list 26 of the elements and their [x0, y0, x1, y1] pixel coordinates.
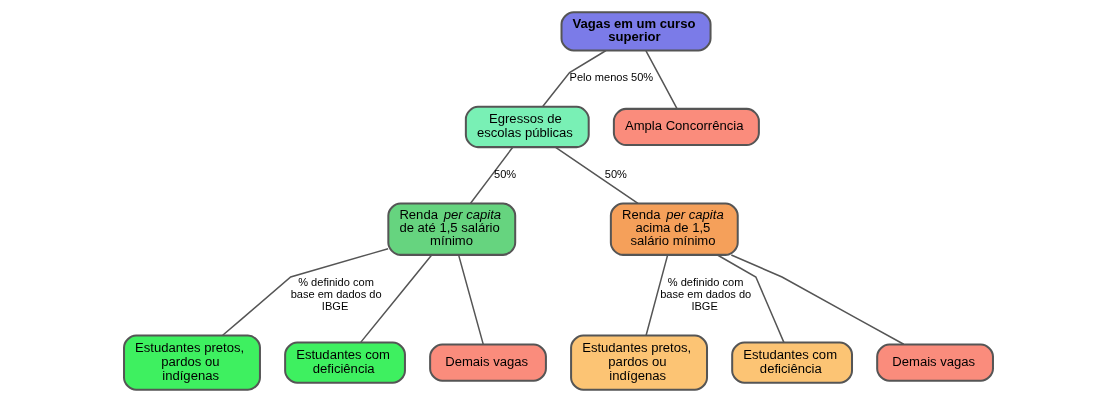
connector [554, 146, 639, 205]
connector [360, 254, 433, 343]
edge-label: % definido com base em dados do IBGE [290, 275, 382, 313]
connector [221, 247, 389, 337]
node-box: Renda per capita acima de 1,5 salário mínimo [609, 202, 739, 256]
edge-label: 50% [604, 168, 627, 181]
connector [469, 146, 514, 204]
node-box: Estudantes pretos, pardos ou indígenas [123, 334, 261, 391]
edge-label: Pelo menos 50% [569, 71, 654, 84]
connector [730, 254, 905, 346]
node-box: Estudantes com deficiência [284, 341, 406, 384]
node-box: Demais vagas [876, 343, 994, 382]
edge-label: % definido com base em dados do IBGE [660, 275, 752, 313]
edge-label: 50% [494, 168, 517, 181]
connector [541, 49, 607, 108]
connector [645, 50, 678, 110]
node-box: Ampla Concorrência [612, 107, 760, 147]
connector [716, 254, 785, 344]
node-box: Demais vagas [429, 343, 547, 382]
node-box: Egressos de escolas públicas [464, 105, 590, 149]
node-box: Estudantes com deficiência [731, 341, 853, 384]
node-box: Estudantes pretos, pardos ou indígenas [570, 334, 709, 391]
connector [457, 254, 484, 345]
node-box: Vagas em um curso superior [560, 11, 712, 52]
connector [645, 254, 669, 336]
node-box: Renda per capita de até 1,5 salário mínimo [387, 202, 517, 256]
